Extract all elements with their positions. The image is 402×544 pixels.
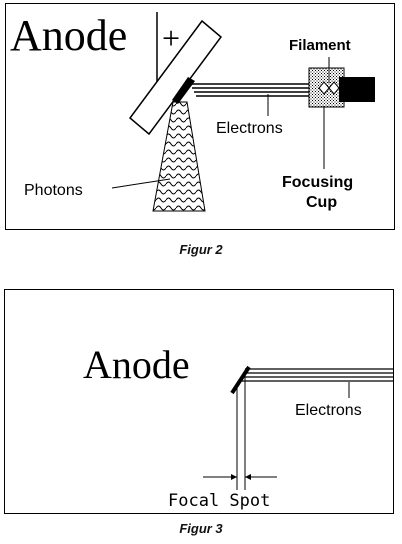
polarity-label: + <box>162 20 180 56</box>
electrons-label: Electrons <box>216 120 283 137</box>
figure-2-caption: Figur 2 <box>179 242 223 257</box>
anode-plate <box>128 19 223 136</box>
electron-beam <box>190 83 316 97</box>
anode-face <box>230 365 251 395</box>
figure-2-panel: Anode + Filament Electrons Photons Focus… <box>5 3 395 230</box>
anode-label: Anode <box>83 342 190 387</box>
figure-3-diagram: Anode Electrons Focal Spot <box>83 342 393 511</box>
electron-beam <box>239 368 393 382</box>
filament-coil <box>318 81 340 95</box>
cathode-block <box>339 77 375 102</box>
anode-label: Anode <box>10 11 127 60</box>
figure-3-caption: Figur 3 <box>179 521 223 536</box>
electrons-label: Electrons <box>295 402 362 419</box>
focusing-cup-label-line1: Focusing <box>282 174 353 191</box>
focal-spot-label: Focal Spot <box>168 491 270 511</box>
figure-2-diagram: Anode + Filament Electrons Photons Focus… <box>10 11 375 212</box>
focusing-cup-label-line2: Cup <box>306 194 337 211</box>
filament-label: Filament <box>289 37 351 54</box>
photon-beam <box>152 101 206 212</box>
anode-target <box>172 77 195 104</box>
figure-3-panel: Anode Electrons Focal Spot <box>4 289 394 514</box>
photons-label: Photons <box>24 182 83 199</box>
photons-pointer-line <box>111 178 171 189</box>
focal-spot-dimension-arrows <box>203 474 277 480</box>
